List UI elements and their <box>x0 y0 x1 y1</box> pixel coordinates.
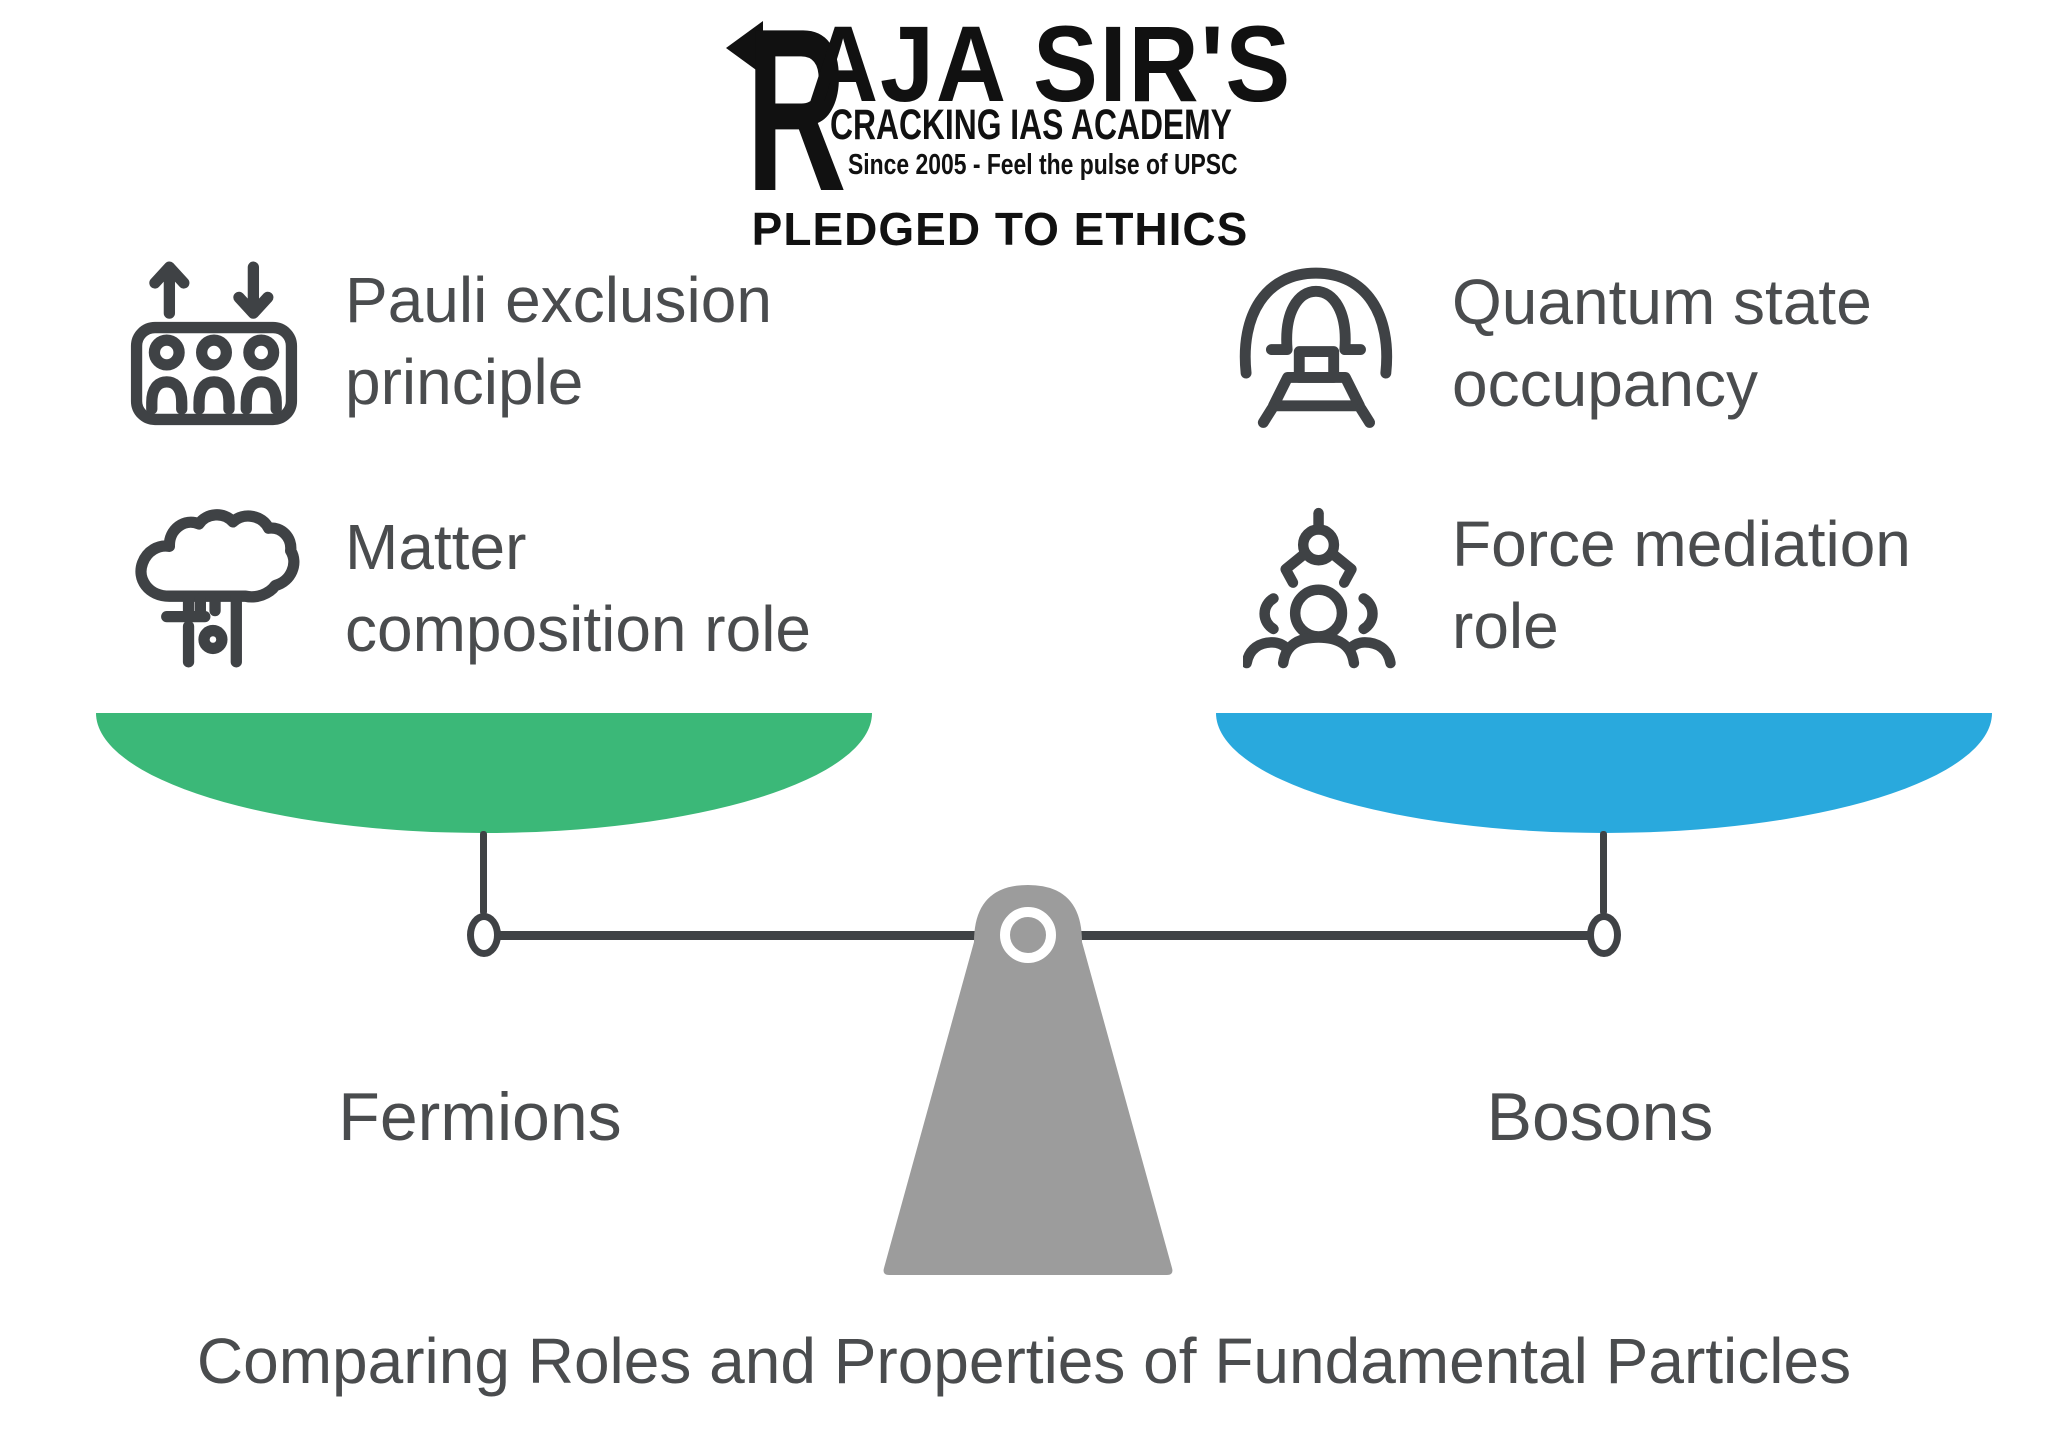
logo-r-letter: R <box>746 14 847 196</box>
right-pan-label: Bosons <box>1486 1079 1714 1155</box>
feature-pauli-line1: Pauli exclusion <box>345 264 772 336</box>
tunnel-train-icon <box>1239 267 1393 428</box>
claw-person-icon <box>1243 507 1396 669</box>
fulcrum-pivot-ring <box>1000 907 1056 963</box>
feature-force-line1: Force mediation <box>1452 508 1911 580</box>
logo-motto: PLEDGED TO ETHICS <box>751 203 1249 255</box>
diagram-caption: Comparing Roles and Properties of Fundam… <box>196 1325 1852 1397</box>
left-rod <box>480 831 487 915</box>
right-rod <box>1600 831 1607 915</box>
elevator-people-icon <box>130 261 298 426</box>
left-pan <box>96 713 872 833</box>
right-pan <box>1216 713 1992 833</box>
feature-matter: Matter composition role <box>345 506 811 670</box>
feature-quantum-line2: occupancy <box>1452 348 1758 420</box>
feature-force-line2: role <box>1452 590 1559 662</box>
feature-matter-line1: Matter <box>345 511 527 583</box>
feature-quantum: Quantum state occupancy <box>1452 261 1872 425</box>
feature-pauli-line2: principle <box>345 346 584 418</box>
feature-force: Force mediation role <box>1452 503 1911 667</box>
right-pivot-circle <box>1587 913 1621 957</box>
left-pivot-circle <box>467 913 501 957</box>
feature-pauli: Pauli exclusion principle <box>345 259 772 423</box>
logo-arrow-icon <box>726 21 763 75</box>
fulcrum <box>883 885 1173 1275</box>
feature-matter-line2: composition role <box>345 593 811 665</box>
tree-icon <box>135 509 300 668</box>
feature-quantum-line1: Quantum state <box>1452 266 1872 338</box>
logo-subtitle: CRACKING IAS ACADEMY <box>830 101 1232 149</box>
logo-title: AJA SIR'S <box>808 3 1293 124</box>
left-pan-label: Fermions <box>338 1079 622 1155</box>
logo-tagline: Since 2005 - Feel the pulse of UPSC <box>848 149 1238 181</box>
logo-r-monogram: R <box>726 14 847 196</box>
